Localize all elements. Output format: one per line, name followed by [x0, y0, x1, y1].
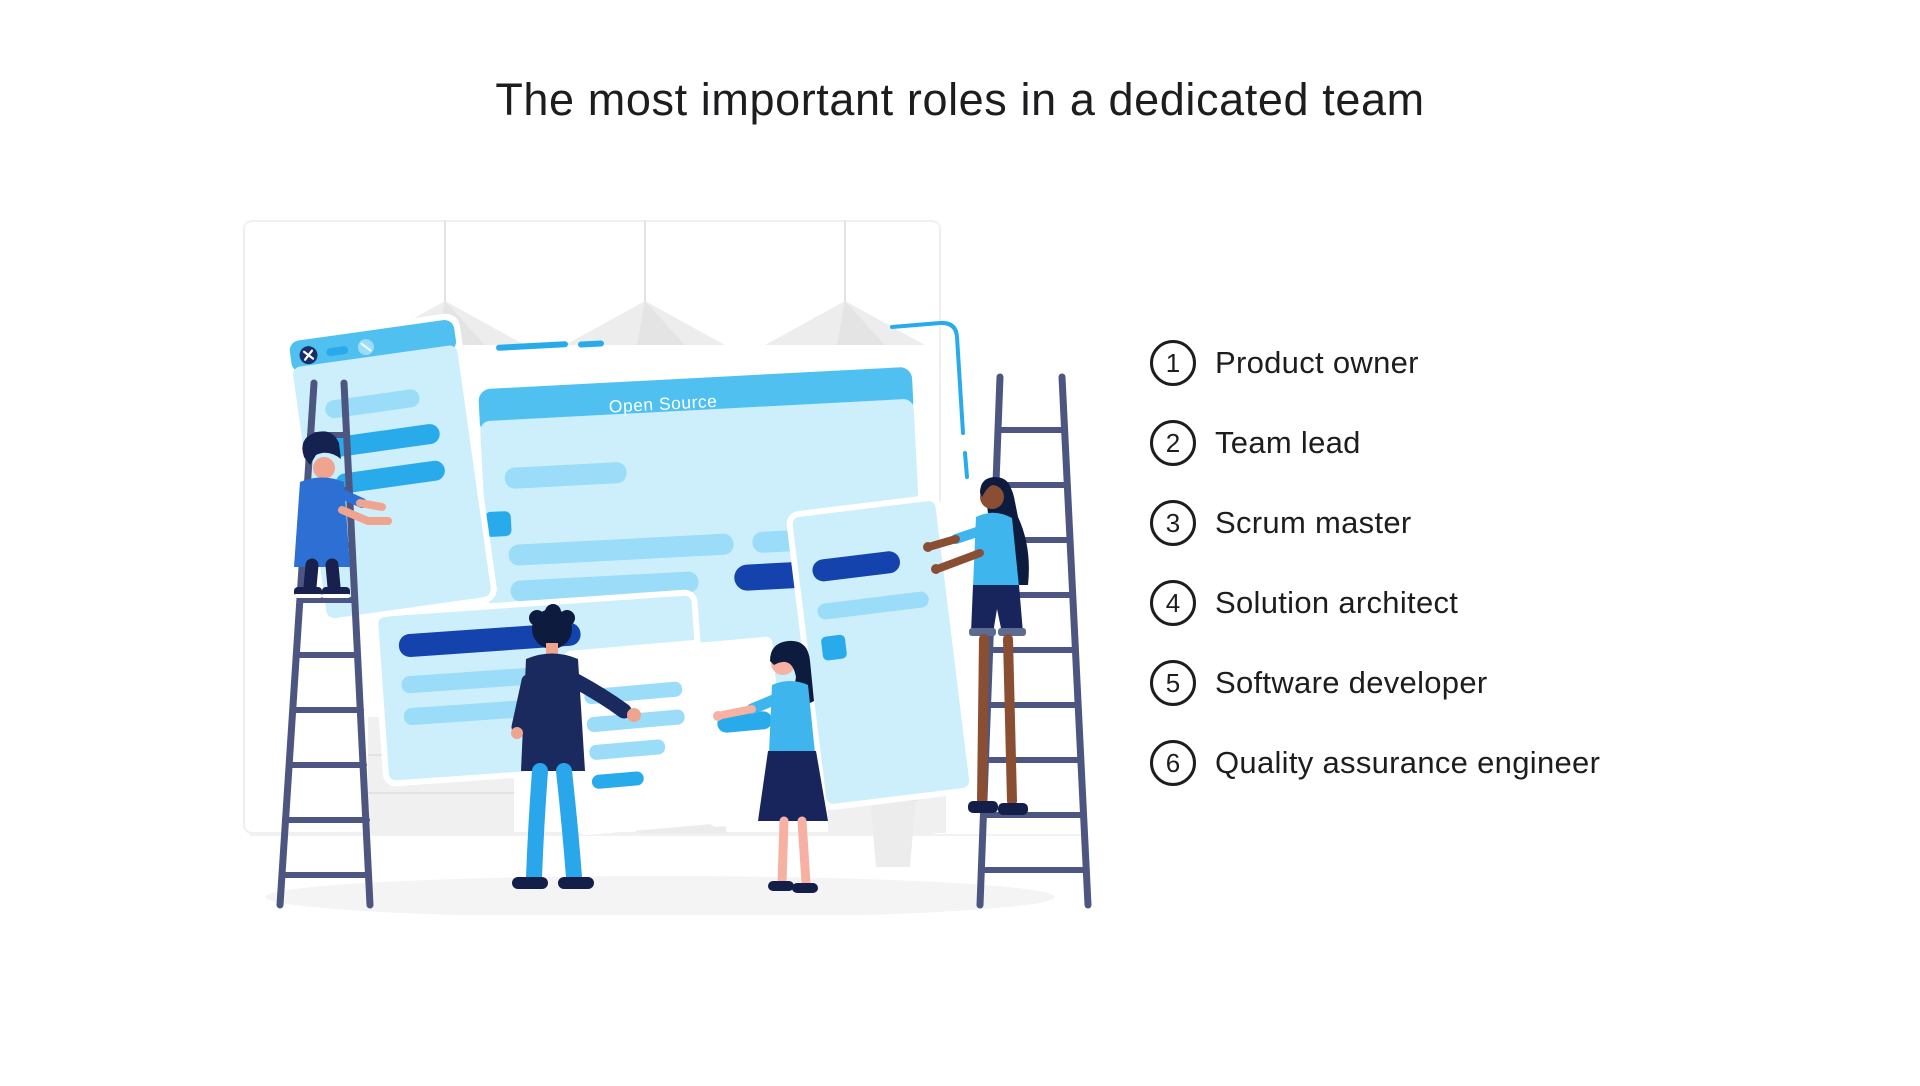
role-item-software-developer: 5 Software developer: [1150, 660, 1600, 706]
team-illustration: Open Source: [240, 215, 1100, 918]
person-man-on-ladder: [294, 431, 392, 598]
close-icon: [299, 346, 318, 365]
role-number-badge: 6: [1150, 740, 1196, 786]
right-side-panel: [786, 495, 976, 810]
lamp-icon: [565, 221, 725, 345]
role-item-team-lead: 2 Team lead: [1150, 420, 1600, 466]
right-ladder: [976, 373, 1092, 909]
role-item-qa-engineer: 6 Quality assurance engineer: [1150, 740, 1600, 786]
role-number-badge: 1: [1150, 340, 1196, 386]
role-number-badge: 3: [1150, 500, 1196, 546]
role-label: Solution architect: [1215, 585, 1459, 620]
ui-card-panel: [563, 639, 718, 836]
team-illustration-svg: Open Source: [243, 220, 1092, 918]
role-number-badge: 5: [1150, 660, 1196, 706]
page-title: The most important roles in a dedicated …: [495, 74, 1425, 125]
role-item-scrum-master: 3 Scrum master: [1150, 500, 1600, 546]
person-woman-on-ladder: [923, 477, 1029, 815]
role-number-badge: 4: [1150, 580, 1196, 626]
roles-list: 1 Product owner 2 Team lead 3 Scrum mast…: [1150, 340, 1600, 786]
refresh-icon: [357, 339, 374, 356]
role-item-solution-architect: 4 Solution architect: [1150, 580, 1600, 626]
accent-strokes: [496, 320, 969, 479]
role-item-product-owner: 1 Product owner: [1150, 340, 1600, 386]
person-woman-standing: [713, 640, 828, 893]
role-label: Scrum master: [1215, 505, 1412, 540]
role-label: Product owner: [1215, 345, 1419, 380]
role-label: Team lead: [1215, 425, 1361, 460]
minimize-icon: [326, 346, 349, 357]
floor-shadow: [265, 876, 1055, 918]
role-label: Quality assurance engineer: [1215, 745, 1601, 780]
lamp-icon: [765, 221, 925, 345]
role-number-badge: 2: [1150, 420, 1196, 466]
role-label: Software developer: [1215, 665, 1488, 700]
person-man-standing: [511, 604, 641, 889]
